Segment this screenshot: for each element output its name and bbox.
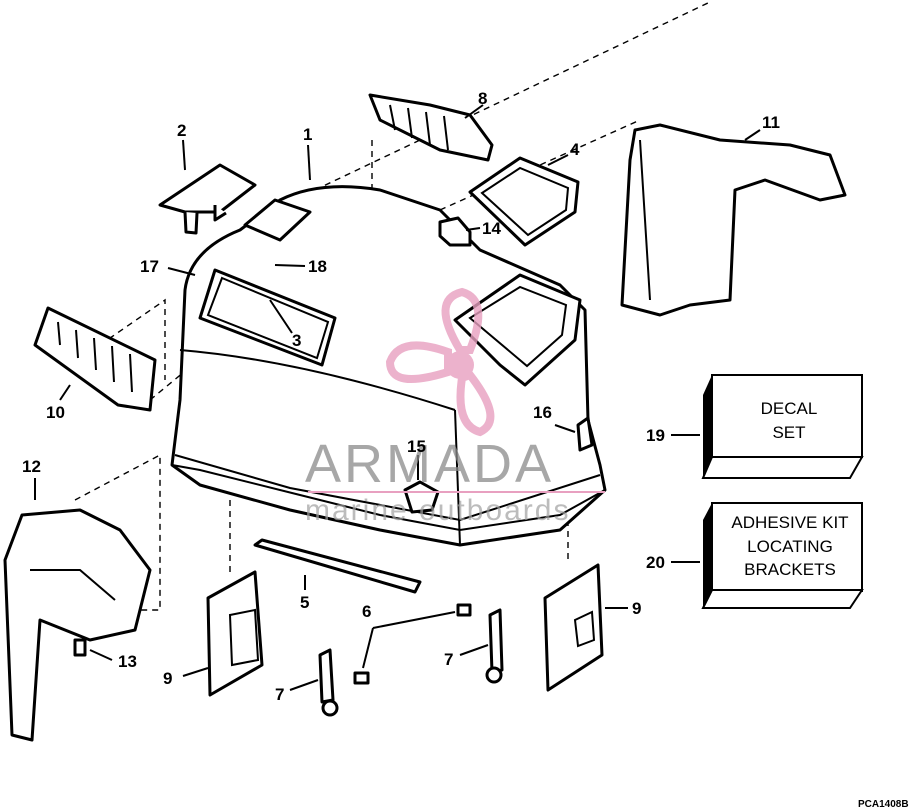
side-vent-grille (33, 306, 157, 412)
latch-left (318, 648, 339, 717)
watermark-tagline: marine outboards (305, 494, 570, 527)
callout-17: 17 (140, 257, 159, 276)
callout-7-left: 7 (275, 685, 284, 704)
screw-parts (73, 603, 472, 685)
latch-right (485, 608, 504, 684)
bracket-plate-right (543, 563, 604, 692)
callout-2: 2 (177, 121, 186, 140)
seal-strip (253, 538, 422, 594)
decal-line-1: DECAL (761, 399, 818, 418)
clip-part (438, 216, 472, 247)
callout-8: 8 (478, 89, 487, 108)
seal-frame (468, 156, 580, 247)
callout-5: 5 (300, 593, 309, 612)
callout-6: 6 (362, 602, 371, 621)
adhesive-line-3: BRACKETS (744, 560, 836, 579)
side-cover (3, 508, 152, 742)
callout-18: 18 (308, 257, 327, 276)
watermark-brand: ARMADA (305, 434, 554, 494)
callout-15: 15 (407, 437, 426, 456)
drawing-code: PCA1408B (858, 799, 909, 810)
armada-logo-icon (385, 287, 495, 437)
callout-11: 11 (762, 113, 780, 132)
rear-cap-part (158, 163, 257, 235)
callout-19: 19 (646, 426, 665, 445)
callout-20: 20 (646, 553, 665, 572)
adhesive-line-2: LOCATING (747, 537, 833, 556)
adhesive-kit-box: ADHESIVE KIT LOCATING BRACKETS (701, 502, 864, 609)
plug-part (576, 416, 594, 452)
bracket-plate-left (206, 570, 264, 697)
callout-9-right: 9 (632, 599, 641, 618)
adhesive-line-1: ADHESIVE KIT (731, 513, 848, 532)
callout-4: 4 (570, 140, 580, 159)
callout-7-right: 7 (444, 650, 453, 669)
callout-16: 16 (533, 403, 552, 422)
top-vent-grille (368, 93, 494, 162)
callout-10: 10 (46, 403, 65, 422)
callout-12: 12 (22, 457, 41, 476)
callout-13: 13 (118, 652, 137, 671)
callout-9-left: 9 (163, 669, 172, 688)
decal-line-2: SET (772, 423, 805, 442)
callout-numbers: 1 2 3 4 5 6 7 7 8 9 9 10 11 12 13 14 15 … (22, 89, 780, 704)
decal-set-box: DECAL SET (701, 374, 864, 479)
callout-3: 3 (292, 331, 301, 350)
grommet-part (403, 480, 440, 514)
callout-1: 1 (303, 125, 312, 144)
leader-lines (34, 104, 761, 691)
callout-14: 14 (482, 219, 501, 238)
rear-cover (620, 123, 847, 317)
